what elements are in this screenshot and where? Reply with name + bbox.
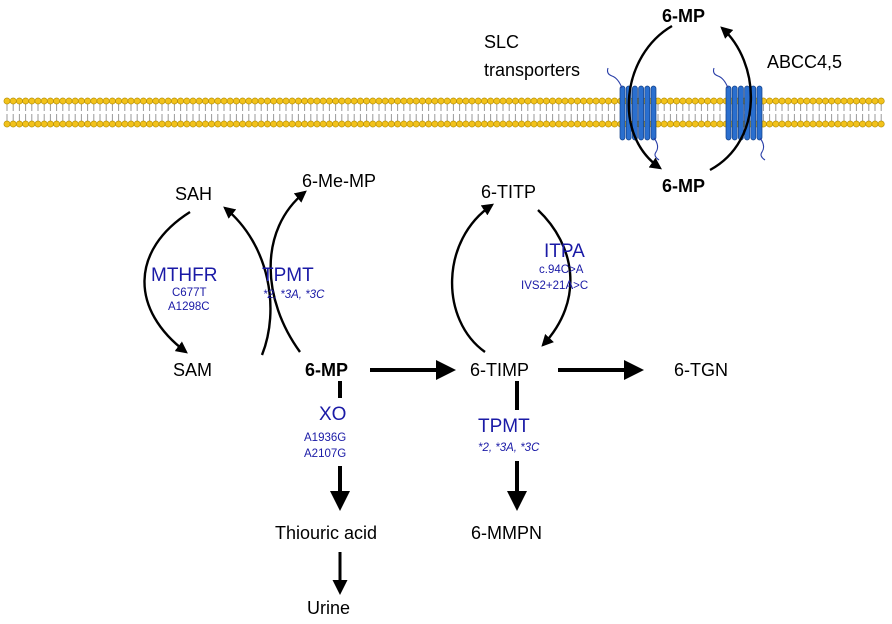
tpmt-left-enzyme-label: TPMT bbox=[262, 265, 314, 286]
6-titp-label: 6-TITP bbox=[481, 182, 536, 202]
drug-outside-label: 6-MP bbox=[662, 6, 705, 26]
import-arc-arrow bbox=[627, 24, 673, 170]
itpa-variant-c94ca: c.94C>A bbox=[539, 264, 584, 276]
lipid-heads bbox=[3, 97, 885, 128]
mthfr-sam-to-sah-arrow bbox=[223, 206, 272, 356]
tpmt-left-variants: *2, *3A, *3C bbox=[263, 289, 325, 301]
abcc-label: ABCC4,5 bbox=[767, 52, 842, 72]
slc-label-line2: transporters bbox=[484, 60, 580, 80]
6timp-to-6titp-arrow bbox=[450, 203, 494, 353]
sah-label: SAH bbox=[175, 184, 212, 204]
itpa-variant-ivs2: IVS2+21A>C bbox=[521, 280, 588, 292]
mthfr-enzyme-label: MTHFR bbox=[151, 265, 217, 286]
6-mp-label: 6-MP bbox=[305, 360, 348, 380]
cell-membrane bbox=[3, 97, 885, 128]
6-me-mp-label: 6-Me-MP bbox=[302, 171, 376, 191]
lipid-tails bbox=[6, 104, 882, 121]
pathway-arrows bbox=[143, 190, 572, 356]
mthfr-sah-to-sam-arrow bbox=[143, 210, 191, 354]
tpmt-6mp-to-6memp-arrow bbox=[269, 190, 307, 353]
urine-label: Urine bbox=[307, 598, 350, 618]
pathway-straight-arrows bbox=[330, 360, 644, 595]
sam-label: SAM bbox=[173, 360, 212, 380]
6-mmpn-label: 6-MMPN bbox=[471, 523, 542, 543]
transport-arrows bbox=[627, 24, 753, 172]
mthfr-variant-c677t: C677T bbox=[172, 287, 207, 299]
xo-enzyme-label: XO bbox=[319, 404, 346, 425]
6-tgn-label: 6-TGN bbox=[674, 360, 728, 380]
export-arc-arrow bbox=[709, 26, 753, 172]
xo-variant-a2107g: A2107G bbox=[304, 448, 346, 460]
drug-inside-label: 6-MP bbox=[662, 176, 705, 196]
thiouric-acid-label: Thiouric acid bbox=[275, 523, 377, 543]
tpmt-right-enzyme-label: TPMT bbox=[478, 416, 530, 437]
6-timp-label: 6-TIMP bbox=[470, 360, 529, 380]
itpa-enzyme-label: ITPA bbox=[544, 241, 585, 262]
slc-label-line1: SLC bbox=[484, 32, 519, 52]
itpa-6titp-to-6timp-arrow bbox=[537, 209, 572, 347]
tpmt-right-variants: *2, *3A, *3C bbox=[478, 442, 540, 454]
abcc-transporter-protein bbox=[712, 67, 766, 161]
mthfr-variant-a1298c: A1298C bbox=[168, 301, 210, 313]
xo-variant-a1936g: A1936G bbox=[304, 432, 346, 444]
slc-transporter-protein bbox=[606, 67, 660, 161]
